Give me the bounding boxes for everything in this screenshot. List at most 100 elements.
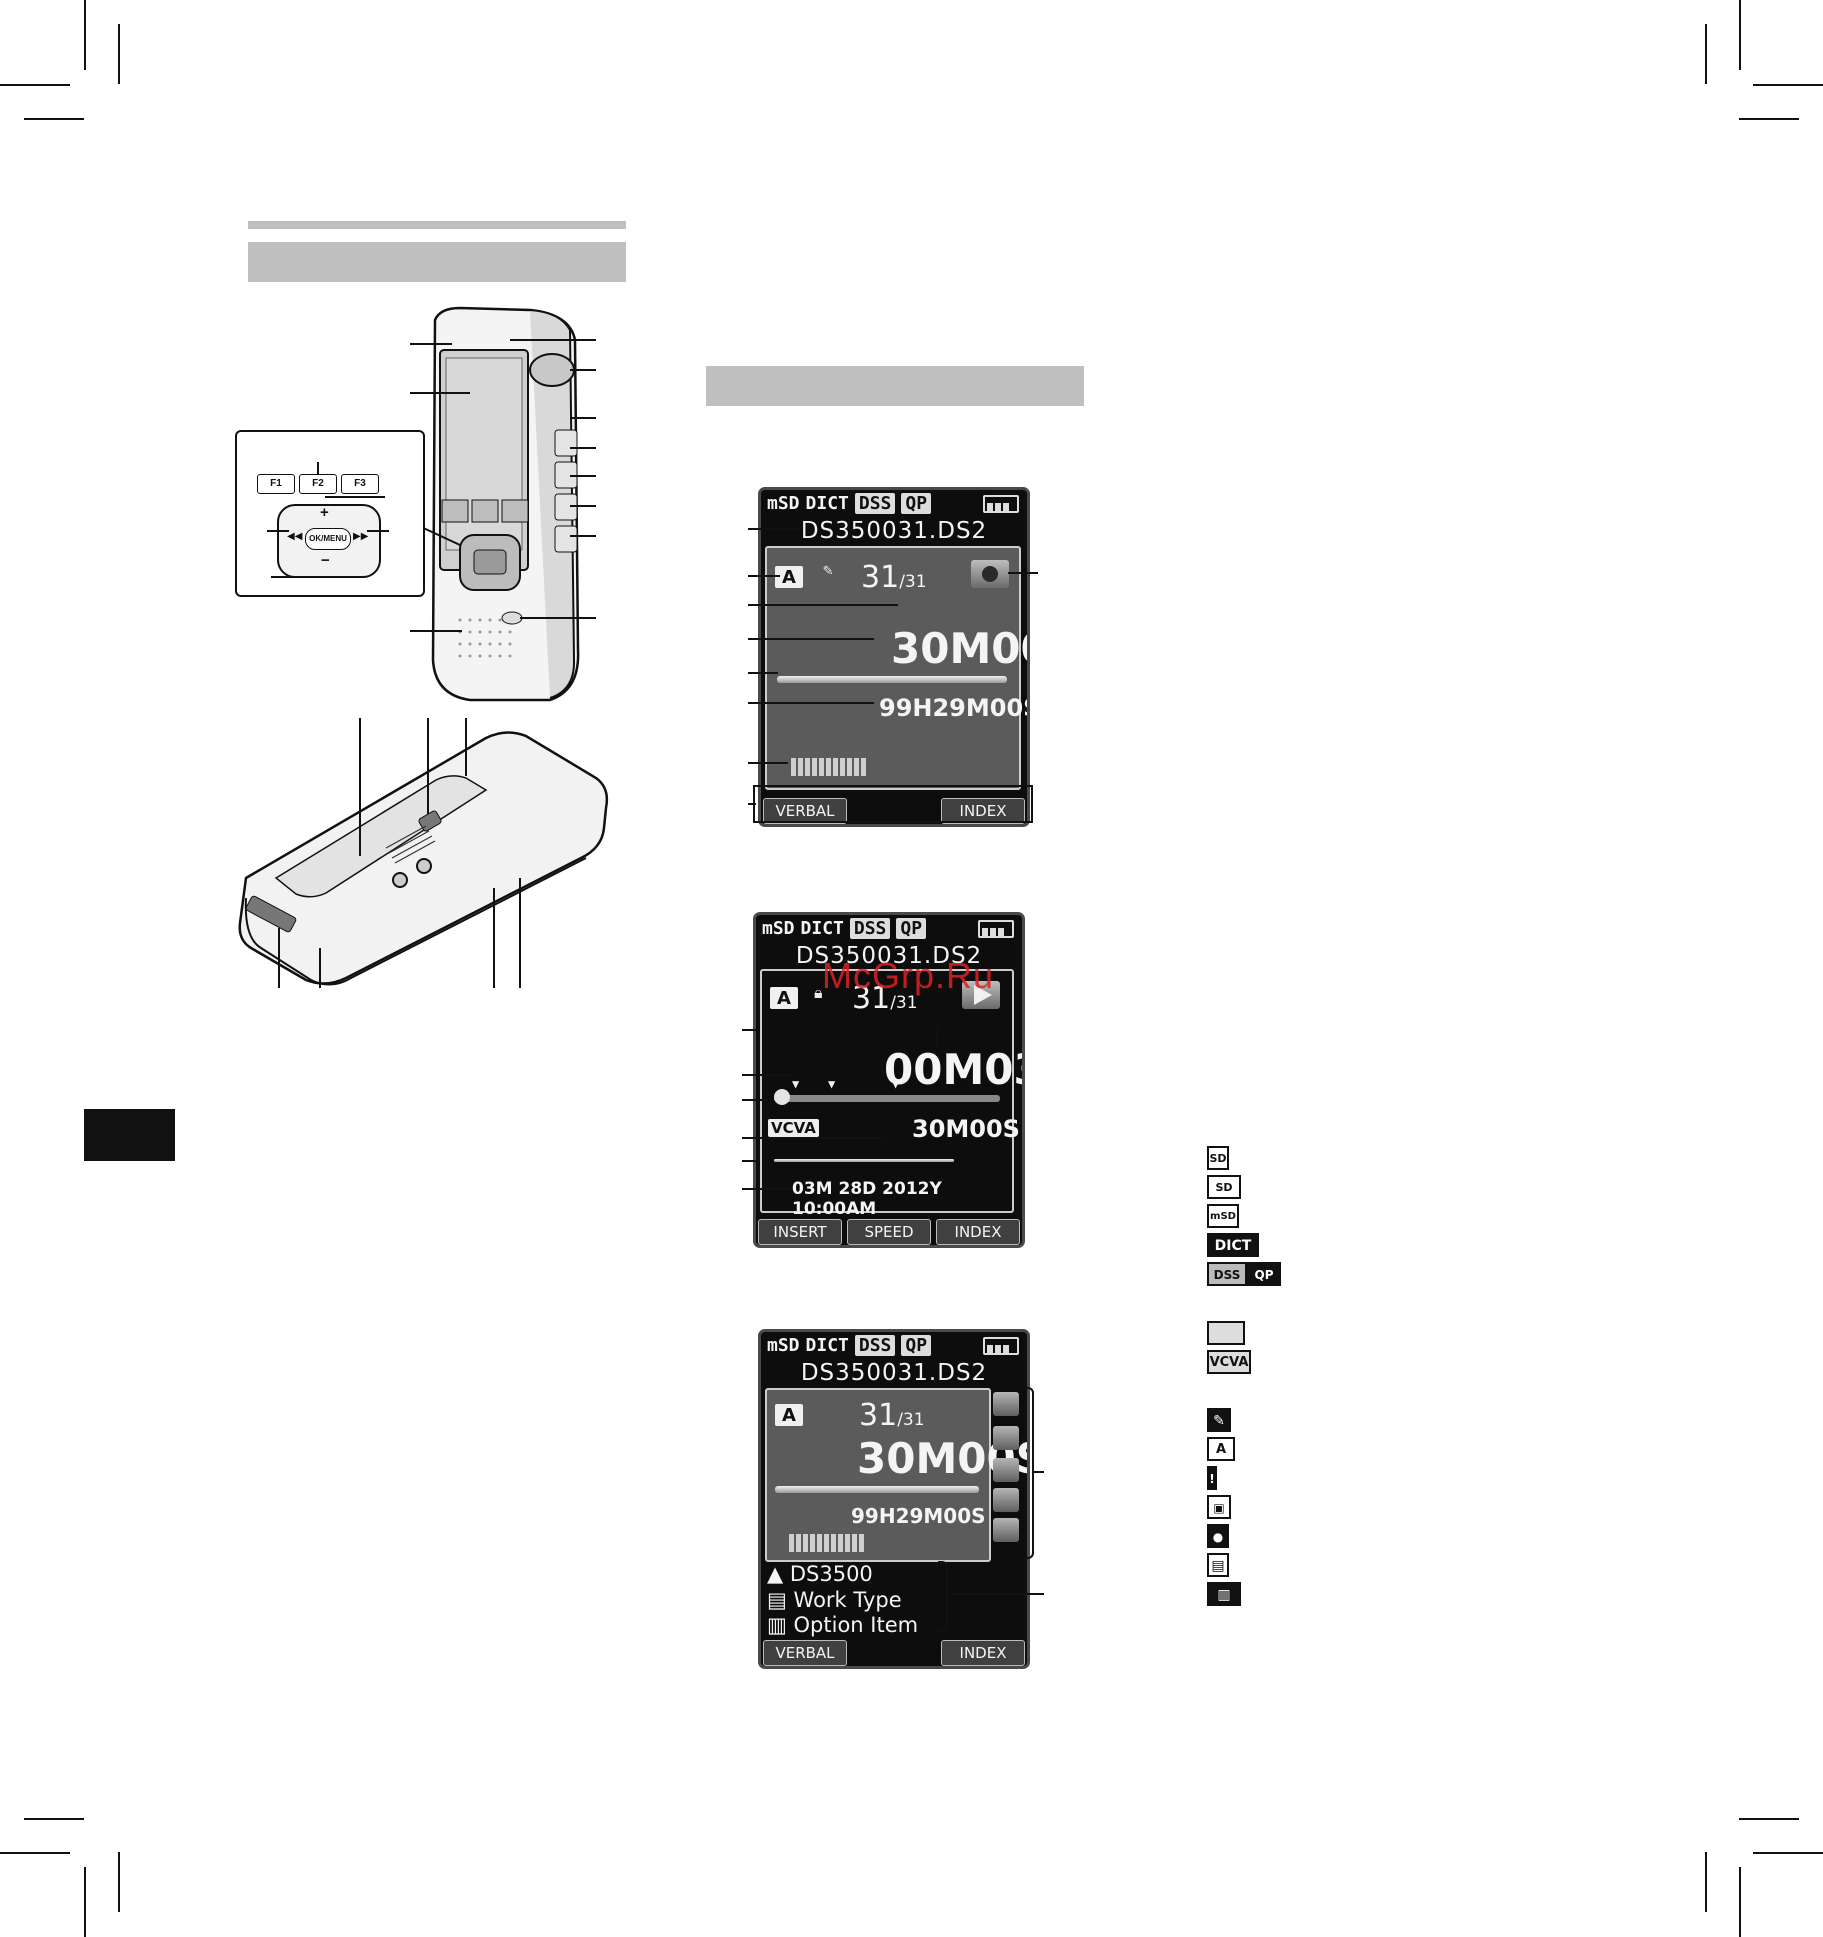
remaining-time: 99H29M00S [879, 694, 1030, 722]
folder-a-icon: A [775, 1404, 803, 1426]
verbal-softkey[interactable]: VERBAL [763, 798, 847, 824]
msd-status-icon: mSD [767, 493, 800, 514]
f1-key[interactable]: F1 [257, 474, 295, 494]
folder-a-icon: A [770, 987, 798, 1009]
info-bracket [938, 1561, 948, 1631]
leader-line [1034, 1471, 1044, 1473]
softkey-bar: VERBAL INDEX [761, 1640, 1027, 1666]
file-number: 31/31 [859, 1398, 925, 1433]
ok-menu-button[interactable]: OK/MENU [305, 528, 351, 550]
file-name: DS350031.DS2 [795, 943, 983, 969]
leader-line [748, 575, 780, 577]
record-panel: A ✎ 31/31 30M00S 99H29M00S [765, 546, 1027, 790]
progress-bar [777, 676, 1007, 683]
file-name: DS350031.DS2 [800, 1360, 988, 1386]
worktype-icon: ▤ [1207, 1553, 1229, 1577]
crop-mark [1739, 0, 1741, 70]
keypad-inset: F1 F2 F3 OK/MENU + − ◀◀ ▶▶ [235, 430, 425, 597]
plus-button[interactable]: + [320, 504, 329, 521]
dss-format-icon: DSS [1207, 1262, 1247, 1286]
recording-date: 03M 28D 2012Y 10:00AM [792, 1179, 942, 1219]
speed-softkey[interactable]: SPEED [847, 1219, 931, 1245]
author-icon: ● [1207, 1524, 1229, 1548]
sd-card-icon: SD [1207, 1146, 1229, 1170]
option-item-icon: ▥ [1207, 1582, 1241, 1606]
leader-line [748, 803, 756, 805]
leader-line [742, 1074, 790, 1076]
playback-panel: A 🔒︎ 31/31 00M03S ▼ ▼ ▼ VCVA 30M00S 03M … [760, 969, 1022, 1219]
f2-key[interactable]: F2 [299, 474, 337, 494]
author-icon: ▲ [767, 1562, 784, 1586]
leader-line [742, 1029, 758, 1031]
minus-button[interactable]: − [321, 552, 330, 569]
file-number: 31/31 [861, 560, 927, 595]
f3-key[interactable]: F3 [341, 474, 379, 494]
vcva-icon: VCVA [768, 1119, 819, 1137]
leader-line [267, 530, 289, 532]
divider-bar [774, 1159, 954, 1162]
qp-status-icon: QP [901, 1335, 932, 1356]
crop-mark [1739, 1818, 1799, 1820]
leader-line [742, 1099, 768, 1101]
lock-icon: ▣ [1207, 1495, 1231, 1519]
battery-icon [983, 495, 1019, 513]
level-meter [789, 1534, 866, 1552]
index-mark-icon: ▼ [828, 1077, 836, 1091]
dict-status-icon: DICT [805, 493, 849, 514]
dict-status-icon: DICT [800, 918, 844, 939]
chapter-tab [84, 1109, 175, 1161]
leader-line [742, 1160, 758, 1162]
index-softkey[interactable]: INDEX [941, 1640, 1025, 1666]
playback-progress-bar [774, 1095, 1000, 1102]
record-icon [993, 1426, 1019, 1450]
folder-a-icon: A [775, 566, 803, 588]
leader-line [748, 672, 778, 674]
pencil-icon: ✎ [1207, 1408, 1231, 1432]
softkey-bar: VERBAL INDEX [761, 798, 1027, 824]
file-length: 30M00S [912, 1115, 1020, 1143]
crop-mark [1705, 1852, 1707, 1912]
crop-mark [118, 24, 120, 84]
lock-icon: 🔒︎ [814, 983, 823, 1002]
section-header-bar [248, 242, 626, 282]
index-mark-icon: ▼ [792, 1077, 800, 1091]
leader-line [748, 638, 874, 640]
crop-mark [1705, 24, 1707, 84]
crop-mark [1739, 1867, 1741, 1937]
section-header-bar [706, 366, 1084, 406]
file-icon [993, 1392, 1019, 1416]
fast-forward-icon[interactable]: ▶▶ [353, 531, 369, 542]
battery-icon [978, 920, 1014, 938]
play-status-icon [962, 981, 1000, 1009]
remaining-time: 99H29M00S [851, 1504, 986, 1528]
verbal-softkey[interactable]: VERBAL [763, 1640, 847, 1666]
leader-line [748, 762, 788, 764]
insert-softkey[interactable]: INSERT [758, 1219, 842, 1245]
index-softkey[interactable]: INDEX [936, 1219, 1020, 1245]
priority-icon: ! [1207, 1466, 1217, 1490]
info-panel: A 31/31 30M00S 99H29M00S [765, 1388, 1027, 1562]
pencil-icon: ✎ [823, 560, 833, 579]
worktype-icon: ▤ [767, 1588, 787, 1612]
battery-icon [1207, 1321, 1245, 1345]
watermark: McGrp.Ru [822, 955, 995, 996]
side-icons-bracket [1024, 1387, 1034, 1559]
leader-line [742, 1188, 792, 1190]
author-id: ▲ DS3500 [767, 1562, 873, 1586]
option-icon: ▥ [767, 1613, 787, 1637]
folder-key-icon: A [1207, 1437, 1235, 1461]
leader-line [748, 528, 802, 530]
record-status-icon [971, 560, 1009, 588]
crop-mark [24, 118, 84, 120]
dpad[interactable] [277, 504, 381, 578]
sd-card-locked-icon: SD [1207, 1175, 1241, 1199]
level-meter [791, 758, 868, 776]
rewind-icon[interactable]: ◀◀ [287, 531, 303, 542]
progress-bar [775, 1486, 979, 1493]
index-softkey[interactable]: INDEX [941, 798, 1025, 824]
crop-mark [0, 1852, 70, 1854]
f-key-connector [317, 462, 319, 474]
